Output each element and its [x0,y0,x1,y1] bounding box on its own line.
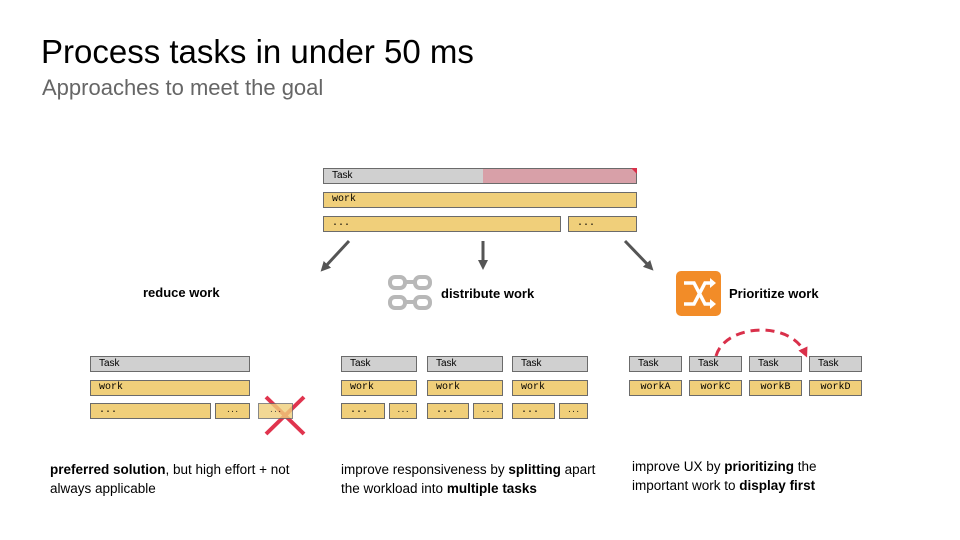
reduce-subwork-bar-1: ... [90,403,211,419]
distribute-work-bar-2: work [427,380,503,396]
prioritize-work-label: Prioritize work [729,286,819,301]
reorder-arrow [714,328,808,358]
prioritize-caption-a: improve UX by [632,459,725,474]
prioritize-task-bar-4: Task [809,356,862,372]
prioritize-task-bar-1: Task [629,356,682,372]
arrow-to-reduce [320,239,351,272]
prioritize-caption-d: display first [739,478,816,493]
prioritize-work-bar-4: workD [809,380,862,396]
prioritize-work-bar-1: workA [629,380,682,396]
page-subtitle: Approaches to meet the goal [42,75,324,100]
distribute-caption: improve responsiveness by splitting apar… [341,460,603,498]
top-subwork-bar-2: ... [568,216,637,232]
distribute-caption-d: multiple tasks [446,481,537,496]
reduce-subwork-bar-2: ... [215,403,250,419]
prioritize-work-bar-3: workB [749,380,802,396]
prioritize-task-bar-2: Task [689,356,742,372]
distribute-caption-a: improve responsiveness by [341,462,509,477]
reduce-caption: preferred solution, but high effort + no… [50,460,300,498]
prioritize-caption: improve UX by prioritizing the important… [632,457,847,495]
distribute-work-bar-1: work [341,380,417,396]
reduce-subwork-bar-3: ... [258,403,293,419]
top-work-bar: work [323,192,637,208]
distribute-subwork-bar-1: ... [341,403,385,419]
distribute-subwork-small-1: ... [389,403,417,419]
top-subwork-bar-1: ... [323,216,561,232]
prioritize-task-bar-3: Task [749,356,802,372]
distribute-work-bar-3: work [512,380,588,396]
reduce-work-bar: work [90,380,250,396]
distribute-subwork-small-3: ... [559,403,588,419]
top-task-bar: Task [323,168,637,184]
arrow-to-prioritize [623,239,654,271]
reduce-task-bar: Task [90,356,250,372]
reduce-work-label: reduce work [143,285,220,300]
distribute-caption-b: splitting [508,462,561,477]
distribute-caption-c: apart the workload into [341,462,596,496]
top-task-label: Task [332,170,353,181]
reduce-caption-rest: , but high effort + not always applicabl… [50,462,290,496]
reduce-caption-bold: preferred solution [50,462,166,477]
shuffle-icon [676,271,721,316]
distribute-task-bar-2: Task [427,356,503,372]
chain-link-icon [388,275,432,310]
prioritize-caption-b: prioritizing [724,459,795,474]
distribute-task-bar-3: Task [512,356,588,372]
distribute-subwork-bar-3: ... [512,403,555,419]
distribute-task-bar-1: Task [341,356,417,372]
prioritize-caption-c: the important work to [632,459,817,493]
page-title: Process tasks in under 50 ms [41,33,474,70]
distribute-subwork-small-2: ... [473,403,503,419]
overflow-corner-marker [631,168,637,174]
distribute-work-label: distribute work [441,286,535,301]
prioritize-work-bar-2: workC [689,380,742,396]
distribute-subwork-bar-2: ... [427,403,469,419]
